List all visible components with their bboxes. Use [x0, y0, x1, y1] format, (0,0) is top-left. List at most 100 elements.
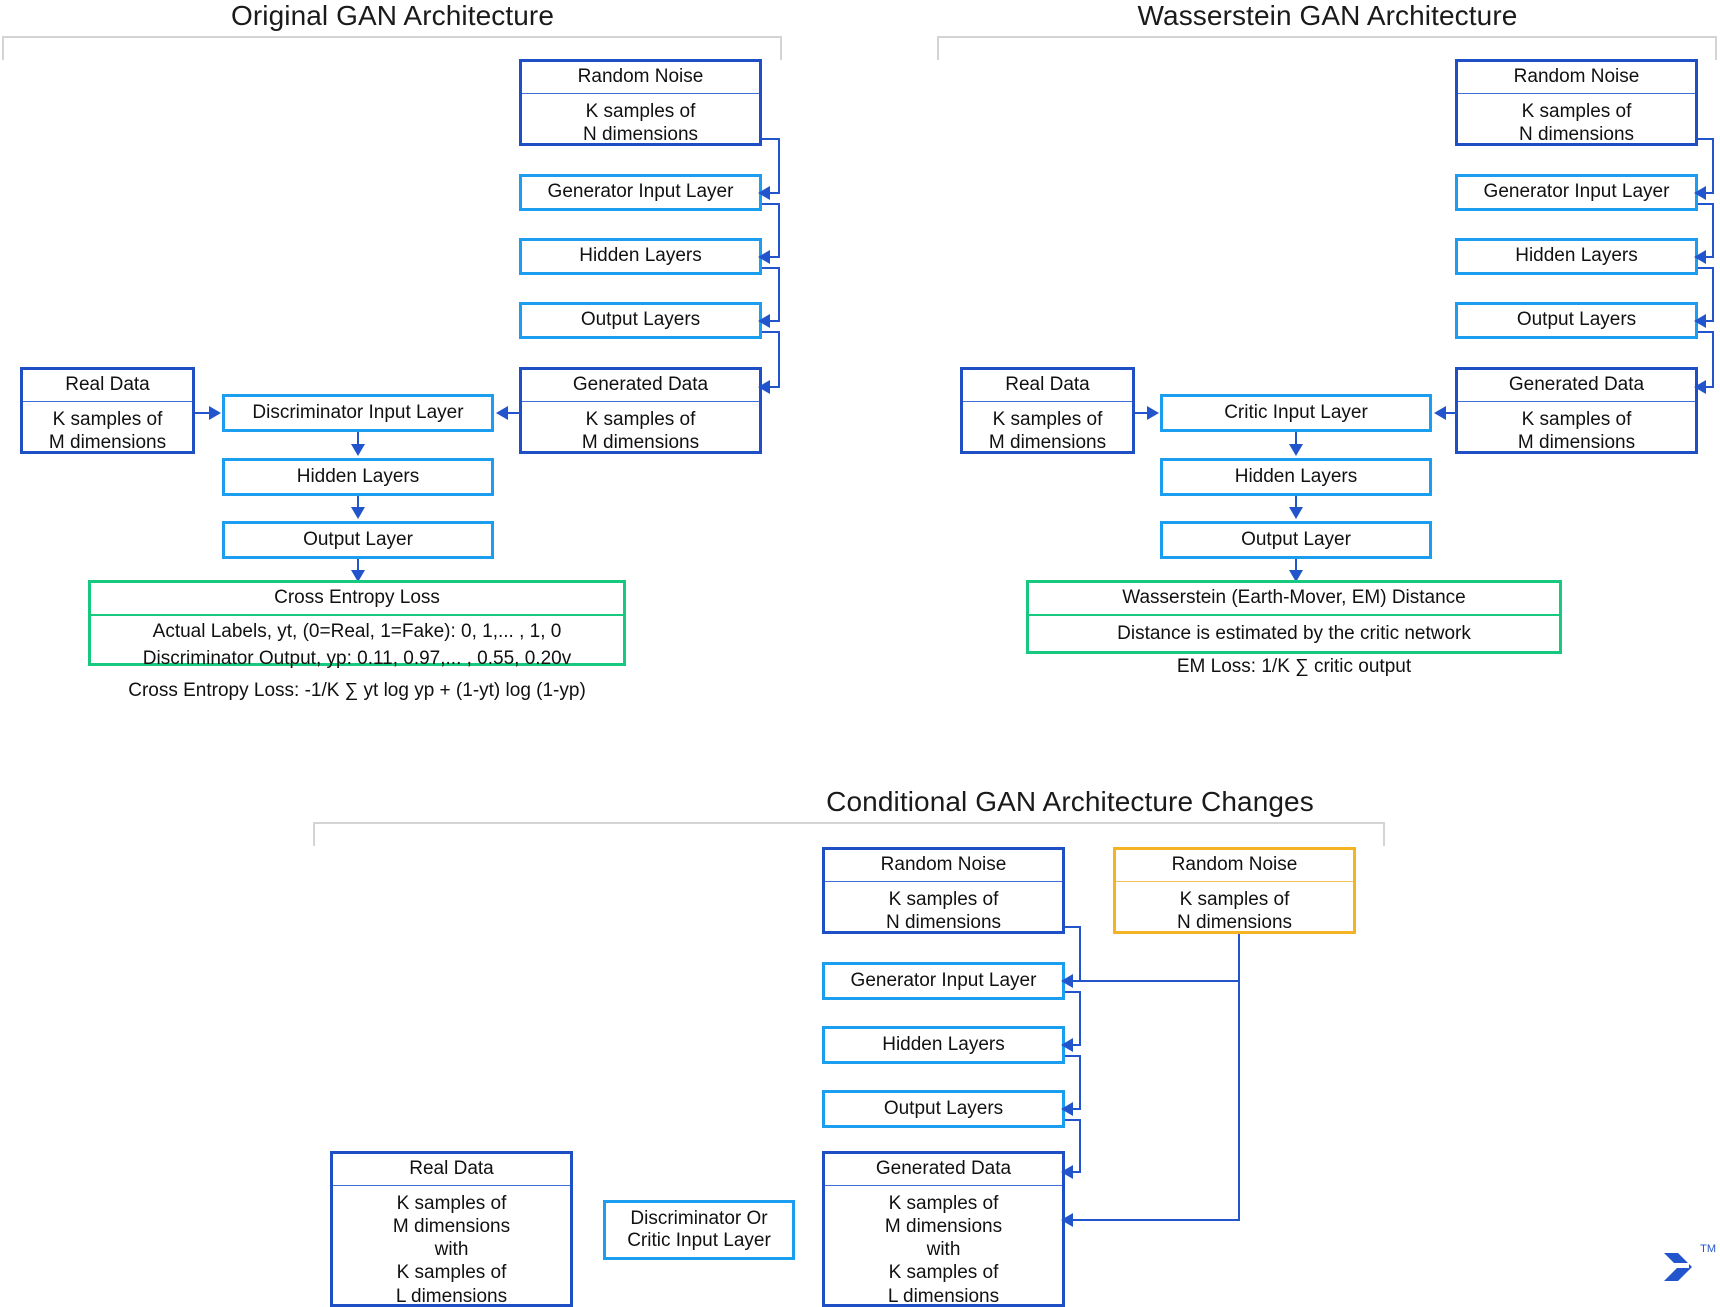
connector-condition-to-generated-h	[1069, 1219, 1240, 1221]
wasserstein-line-1: Distance is estimated by the critic netw…	[1117, 622, 1471, 644]
connector-w-noise-to-geninput-v	[1712, 138, 1714, 193]
box-cross-entropy-loss: Cross Entropy Loss Actual Labels, yt, (0…	[88, 580, 626, 701]
box-header: Generator Input Layer	[1483, 181, 1670, 203]
arrowhead-c-genoutput	[1061, 1102, 1073, 1116]
loss-line-3: Cross Entropy Loss: -1/K ∑ yt log yp + (…	[128, 679, 586, 701]
connector-noise-to-geninput-v	[778, 138, 780, 193]
box-random-noise-wasserstein: Random Noise K samples of N dimensions	[1455, 59, 1698, 146]
arrowhead-discinput-from-real	[209, 406, 221, 420]
connector-w-geninput-to-hidden-h1	[1698, 203, 1714, 205]
connector-w-noise-to-geninput-h1	[1698, 138, 1714, 140]
arrowhead-w-genhidden	[1694, 250, 1706, 264]
loss-line-1: Actual Labels, yt, (0=Real, 1=Fake): 0, …	[152, 620, 562, 642]
box-discriminator-hidden-layers-original: Hidden Layers	[222, 458, 494, 496]
connector-condition-to-generated-v	[1238, 934, 1240, 1220]
connector-geninput-to-hidden-v	[778, 203, 780, 257]
connector-w-output-to-generated-v	[1712, 331, 1714, 388]
box-generator-output-layers-conditional: Output Layers	[822, 1090, 1065, 1128]
connector-dischidden-to-output	[357, 496, 359, 509]
arrowhead-genhidden-original	[758, 250, 770, 264]
box-generator-output-layers-wasserstein: Output Layers	[1455, 302, 1698, 339]
connector-w-noise-to-geninput-h2	[1702, 192, 1714, 194]
toptal-logo-icon: TM	[1658, 1243, 1716, 1287]
connector-w-output-to-generated-h1	[1698, 331, 1714, 333]
arrowhead-loss-original	[351, 570, 365, 582]
panel-frame-wasserstein	[937, 36, 1717, 60]
connector-c-geninput-to-hidden-h2	[1069, 1044, 1081, 1046]
box-header: Generated Data	[522, 370, 759, 402]
connector-real-to-discinput	[195, 412, 211, 414]
box-header: Random Noise	[1116, 850, 1353, 882]
box-body: K samples of M dimensions with K samples…	[392, 1192, 511, 1307]
panel-title-original: Original GAN Architecture	[230, 0, 555, 31]
box-header: Output Layers	[883, 1097, 1004, 1119]
box-body: K samples of N dimensions	[1176, 888, 1293, 934]
box-header: Output Layers	[1516, 309, 1637, 331]
box-discriminator-or-critic-input-layer: Discriminator Or Critic Input Layer	[603, 1200, 795, 1260]
box-header: Hidden Layers	[882, 1033, 1005, 1055]
connector-condition-to-geninput-h	[1078, 980, 1240, 982]
arrowhead-criticinput-from-real	[1147, 406, 1159, 420]
arrowhead-genoutput-original	[758, 314, 770, 328]
box-real-data-conditional: Real Data K samples of M dimensions with…	[330, 1151, 573, 1307]
connector-hidden-to-output-h1	[762, 267, 780, 269]
connector-w-hidden-to-output-h2	[1702, 320, 1714, 322]
connector-w-geninput-to-hidden-h2	[1702, 256, 1714, 258]
connector-w-hidden-to-output-v	[1712, 267, 1714, 321]
connector-w-hidden-to-criticoutput	[1295, 496, 1297, 509]
connector-noise-to-geninput-h2	[766, 192, 780, 194]
box-header: Discriminator Input Layer	[252, 401, 464, 423]
box-header: Hidden Layers	[296, 465, 420, 487]
box-body: K samples of N dimensions	[582, 100, 699, 146]
connector-c-noise-to-geninput-h1	[1065, 926, 1081, 928]
box-generator-hidden-layers-original: Hidden Layers	[519, 238, 762, 275]
box-header: Output Layer	[303, 528, 413, 550]
box-header: Random Noise	[825, 850, 1062, 882]
connector-discinput-to-hidden	[357, 432, 359, 446]
connector-discoutput-to-loss	[357, 559, 359, 572]
connector-w-hidden-to-output-h1	[1698, 267, 1714, 269]
connector-c-geninput-to-hidden-v	[1079, 991, 1081, 1045]
connector-c-noise-to-geninput-h2	[1069, 980, 1081, 982]
box-generator-hidden-layers-conditional: Hidden Layers	[822, 1026, 1065, 1064]
connector-w-criticoutput-to-loss	[1295, 559, 1297, 572]
box-discriminator-input-layer-original: Discriminator Input Layer	[222, 394, 494, 432]
arrowhead-w-generated	[1694, 380, 1706, 394]
trademark-label: TM	[1700, 1243, 1716, 1255]
loss-line-2: Discriminator Output, yp: 0.11, 0.97,...…	[142, 648, 572, 670]
box-body: K samples of M dimensions	[988, 408, 1107, 454]
wasserstein-line-2: EM Loss: 1/K ∑ critic output	[1176, 656, 1412, 678]
box-generator-input-layer-original: Generator Input Layer	[519, 174, 762, 211]
connector-c-hidden-to-output-h1	[1065, 1055, 1081, 1057]
arrowhead-geninput-original	[758, 186, 770, 200]
arrowhead-dischidden-original	[351, 444, 365, 456]
box-random-noise-conditional: Random Noise K samples of N dimensions	[822, 847, 1065, 934]
box-header: Random Noise	[522, 62, 759, 94]
connector-output-to-generated-h2	[766, 386, 780, 388]
arrowhead-w-loss	[1289, 570, 1303, 582]
box-generated-data-wasserstein: Generated Data K samples of M dimensions	[1455, 367, 1698, 454]
connector-w-real-to-criticinput	[1135, 412, 1149, 414]
box-header: Hidden Layers	[579, 245, 702, 267]
arrowhead-generated-original	[758, 380, 770, 394]
connector-c-output-to-generated-h2	[1069, 1171, 1081, 1173]
box-header: Output Layer	[1241, 528, 1351, 550]
panel-title-conditional: Conditional GAN Architecture Changes	[826, 786, 1314, 817]
box-random-noise-condition-label: Random Noise K samples of N dimensions	[1113, 847, 1356, 934]
box-body: K samples of N dimensions	[1518, 100, 1635, 146]
box-header: Generator Input Layer	[850, 969, 1037, 991]
connector-w-criticinput-to-hidden	[1295, 432, 1297, 446]
box-generator-hidden-layers-wasserstein: Hidden Layers	[1455, 238, 1698, 275]
arrowhead-w-criticoutput	[1289, 507, 1303, 519]
box-body: K samples of M dimensions	[1517, 408, 1636, 454]
box-header: Output Layers	[580, 309, 701, 331]
connector-w-output-to-generated-h2	[1702, 386, 1714, 388]
box-header: Hidden Layers	[1234, 465, 1358, 487]
panel-frame-original	[2, 36, 782, 60]
box-generated-data-conditional: Generated Data K samples of M dimensions…	[822, 1151, 1065, 1307]
connector-c-output-to-generated-h1	[1065, 1119, 1081, 1121]
box-header: Discriminator Or Critic Input Layer	[627, 1207, 771, 1251]
box-header: Cross Entropy Loss	[91, 583, 623, 616]
box-wasserstein-distance: Wasserstein (Earth-Mover, EM) Distance D…	[1026, 580, 1562, 677]
